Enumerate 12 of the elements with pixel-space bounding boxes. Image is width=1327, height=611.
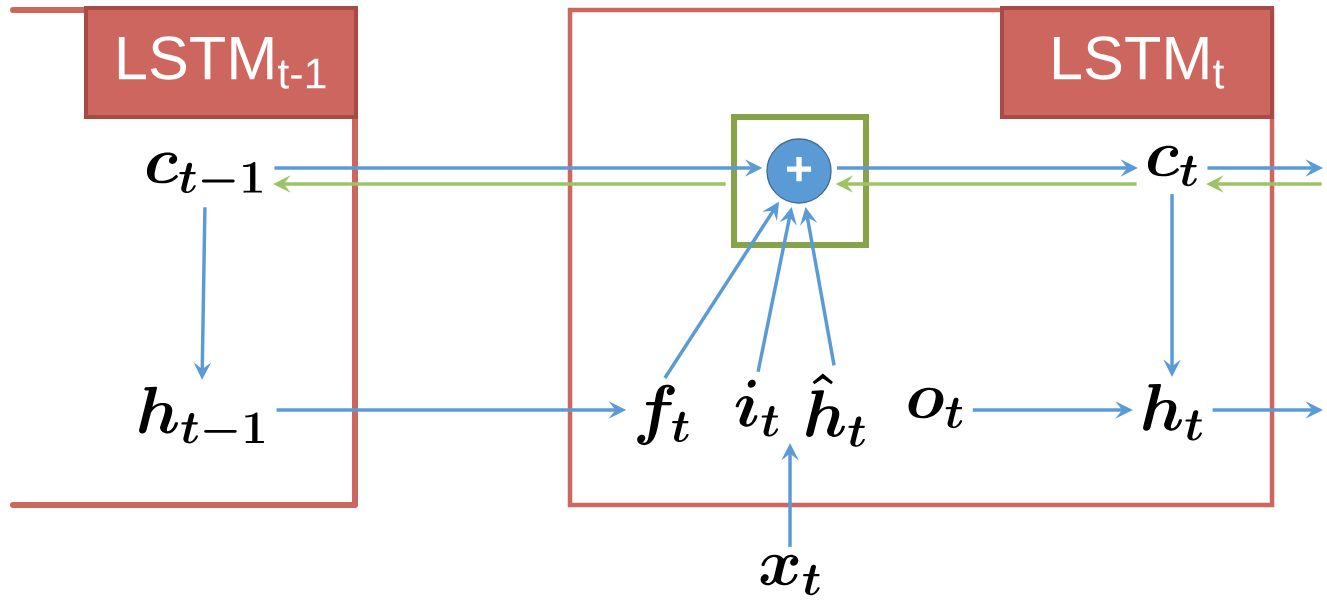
math-label: $o_t$ xyxy=(908,387,963,429)
math-label: $c_t$ xyxy=(1147,145,1197,187)
math-label: $i_t$ xyxy=(735,379,779,437)
math-label: $f_t$ xyxy=(637,384,689,446)
math-label: $c_{t-1}$ xyxy=(146,152,262,194)
sum-box xyxy=(731,114,869,248)
math-label: $\hat{h}_t$ xyxy=(806,373,865,447)
cell-header: LSTM$_{t-1}$ xyxy=(84,5,358,120)
math-label: $x_t$ xyxy=(760,554,820,596)
math-label: $h_{t-1}$ xyxy=(139,386,264,444)
math-label: $h_t$ xyxy=(1143,383,1202,441)
cell-header: LSTM$_{t}$ xyxy=(1000,5,1274,120)
